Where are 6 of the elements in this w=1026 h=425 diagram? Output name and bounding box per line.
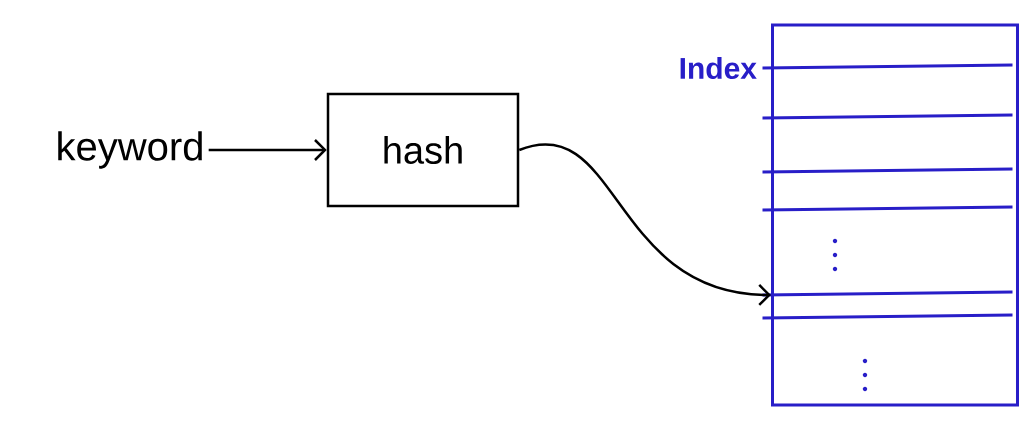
keyword-text: keyword [58, 131, 202, 169]
hash-box: hash [326, 92, 520, 208]
node-label: Index [680, 56, 757, 80]
arrow [208, 139, 327, 161]
index-table: Index [680, 23, 1019, 407]
arrow [518, 143, 771, 306]
